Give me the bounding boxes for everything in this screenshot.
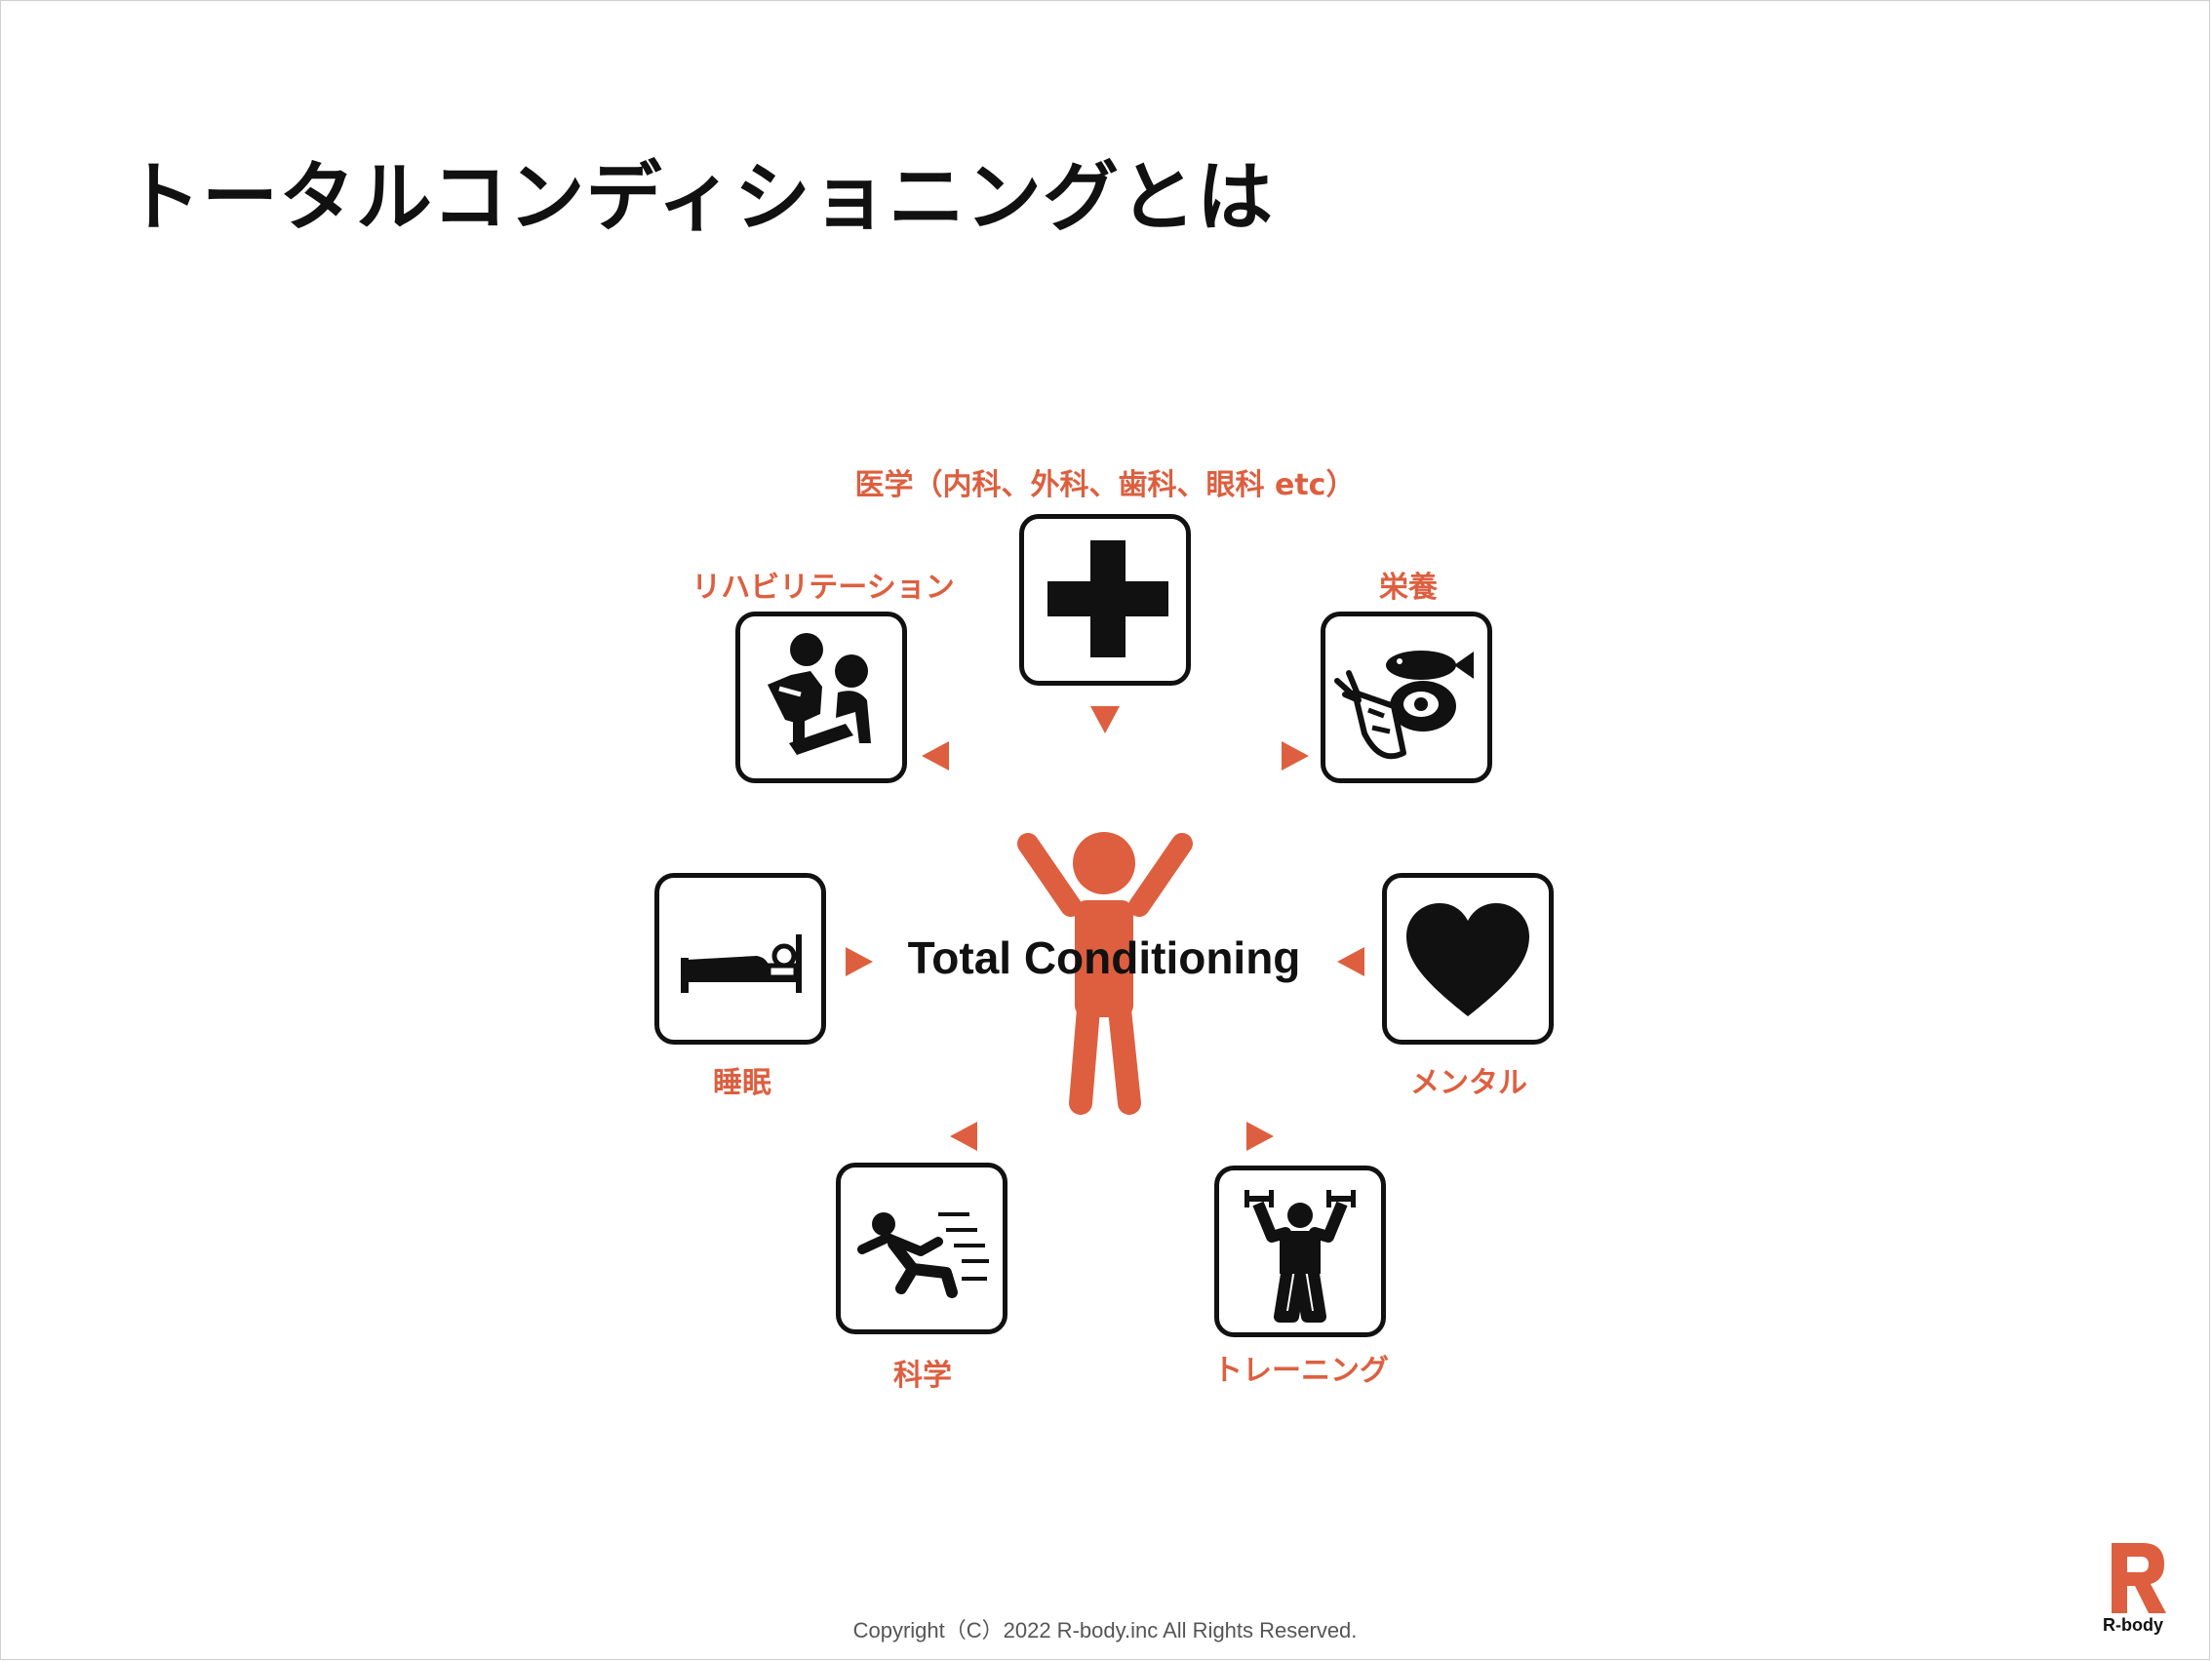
medicine-arrow: [1090, 706, 1120, 733]
mental-label: メンタル: [1410, 1066, 1527, 1100]
heart-icon: [1406, 903, 1529, 1016]
nutrition-icon-box: [1321, 612, 1492, 783]
medicine-icon-box: [1019, 514, 1191, 686]
rehabilitation-icon-box: [735, 612, 907, 783]
training-icon-box: [1214, 1166, 1386, 1337]
science-label: 科学: [893, 1359, 952, 1393]
running-person-icon: [857, 1212, 989, 1298]
training-label: トレーニング: [1213, 1354, 1389, 1388]
mental-arrow: [1337, 947, 1364, 976]
nutrition-label: 栄養: [1379, 571, 1438, 605]
dumbbell-person-icon: [1244, 1190, 1356, 1323]
rehabilitation-label: リハビリテーション: [691, 571, 955, 605]
science-arrow: [950, 1122, 977, 1151]
training-arrow: [1246, 1122, 1274, 1151]
food-icon: [1334, 651, 1474, 760]
rehabilitation-icon: [768, 633, 871, 755]
copyright-text: Copyright（C）2022 R-body.inc All Rights R…: [852, 1618, 1358, 1642]
brand-name: R-body: [2103, 1615, 2163, 1635]
sleep-label: 睡眠: [713, 1066, 771, 1100]
person-arms-raised-icon: [1017, 832, 1193, 1115]
nutrition-arrow: [1282, 741, 1309, 771]
medicine-label: 医学（内科、外科、歯科、眼科 etc）: [854, 468, 1356, 502]
bed-icon: [681, 934, 802, 993]
sleep-arrow: [846, 947, 873, 976]
mental-icon-box: [1382, 873, 1554, 1045]
sleep-icon-box: [654, 873, 826, 1045]
medical-cross-icon: [1047, 540, 1168, 657]
science-icon-box: [836, 1163, 1007, 1334]
brand-logo-mark: [2112, 1543, 2166, 1613]
rehabilitation-arrow: [922, 741, 949, 771]
center-label: Total Conditioning: [907, 932, 1301, 983]
page-title: トータルコンディショニングとは: [125, 154, 1274, 242]
brand-logo: [2102, 1541, 2172, 1639]
